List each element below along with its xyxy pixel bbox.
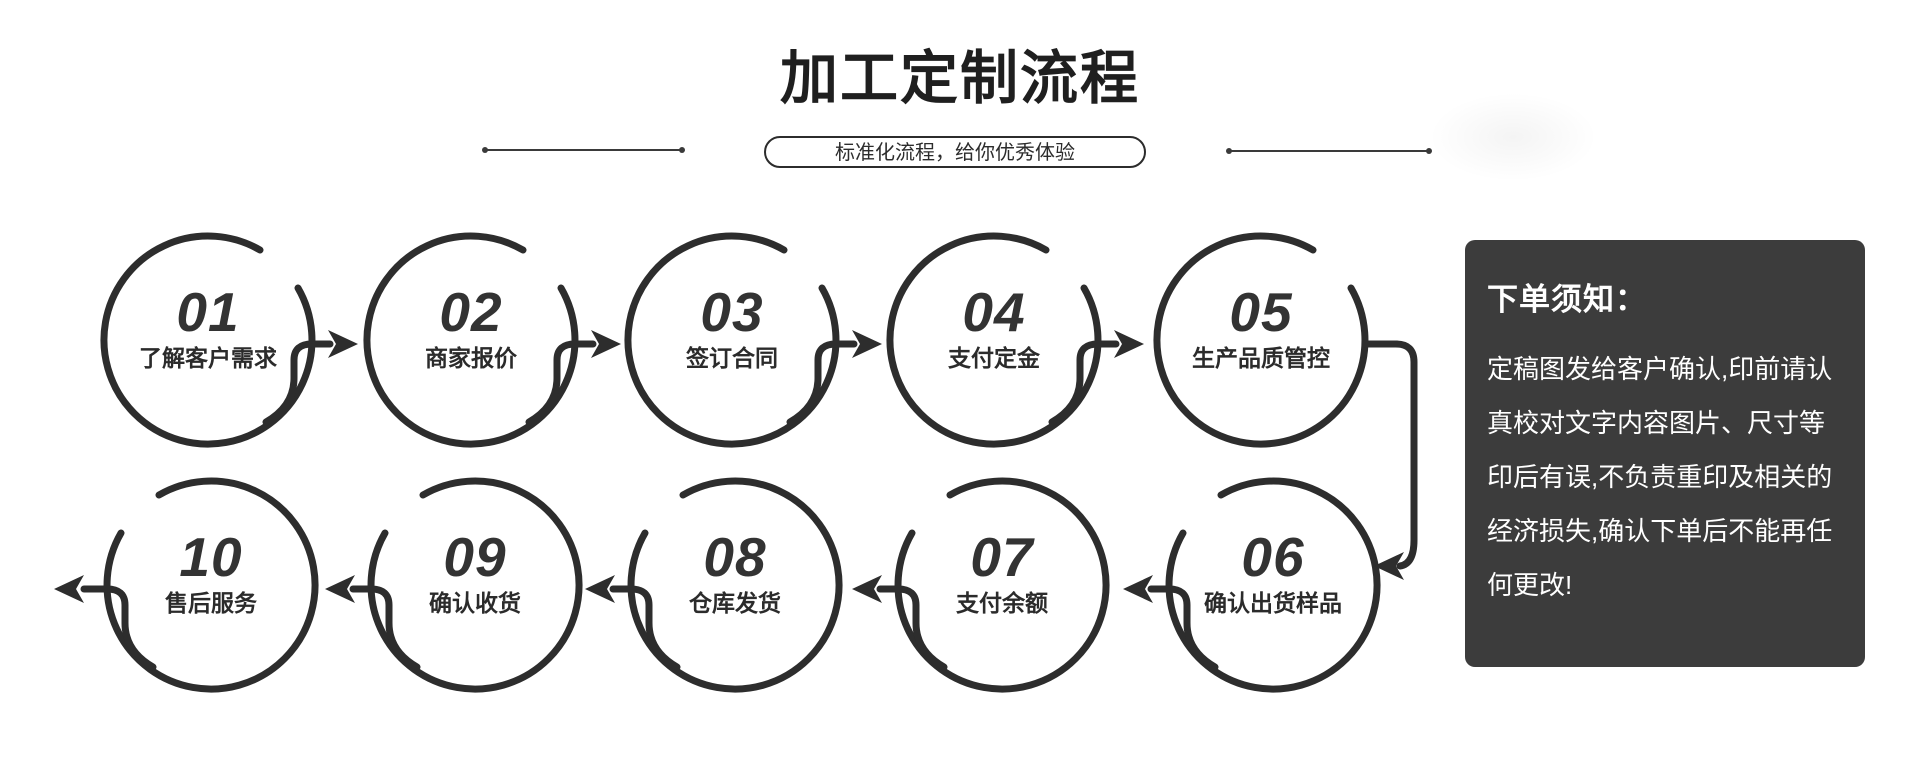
arrowhead-left-icon <box>1374 552 1404 580</box>
order-notice-panel: 下单须知： 定稿图发给客户确认,印前请认 真校对文字内容图片、尺寸等 印后有误,… <box>1465 240 1865 667</box>
notice-body: 定稿图发给客户确认,印前请认 真校对文字内容图片、尺寸等 印后有误,不负责重印及… <box>1487 342 1847 612</box>
step-number: 04 <box>962 281 1026 343</box>
watermark-smudge <box>1428 92 1598 182</box>
decorative-line-left <box>482 147 685 153</box>
step-label: 售后服务 <box>165 590 257 616</box>
line-dot <box>482 147 488 153</box>
arrowhead-right-icon <box>591 330 621 358</box>
step-circle-arc <box>894 477 1110 693</box>
subtitle-badge: 标准化流程，给你优秀体验 <box>764 136 1146 168</box>
step-circle-arc <box>100 232 316 448</box>
arrow-connector <box>525 340 597 426</box>
step-01: 01 了解客户需求 <box>78 284 338 372</box>
page-title: 加工定制流程 <box>779 46 1140 111</box>
line-dot <box>679 147 685 153</box>
arrow-connector <box>786 340 858 426</box>
arrowhead-left-icon <box>1123 575 1153 603</box>
notice-line: 真校对文字内容图片、尺寸等 <box>1487 408 1826 438</box>
arrowhead-right-icon <box>852 330 882 358</box>
step-circle-arc <box>886 232 1102 448</box>
notice-line: 何更改! <box>1487 570 1573 600</box>
step-08: 08 仓库发货 <box>605 529 865 617</box>
arrowhead-left-icon <box>54 575 84 603</box>
step-label: 了解客户需求 <box>139 345 277 371</box>
step-circle-arc <box>624 232 840 448</box>
arrowhead-right-icon <box>1114 330 1144 358</box>
arrow-connector <box>80 585 157 671</box>
step-circle-arc <box>1153 232 1369 448</box>
arrowhead-left-icon <box>852 575 882 603</box>
step-number: 08 <box>703 526 767 588</box>
step-02: 02 商家报价 <box>341 284 601 372</box>
step-number: 07 <box>970 526 1034 588</box>
step-label: 确认出货样品 <box>1204 590 1342 616</box>
arrowhead-left-icon <box>325 575 355 603</box>
arrow-connector <box>349 585 421 671</box>
step-label: 仓库发货 <box>689 590 781 616</box>
step-label: 支付余额 <box>956 590 1048 616</box>
step-circle-arc <box>1165 477 1381 693</box>
arrowhead-left-icon <box>585 575 615 603</box>
step-10: 10 售后服务 <box>81 529 341 617</box>
arrow-connector <box>1048 340 1120 426</box>
arrow-connector <box>1147 585 1219 671</box>
step-number: 06 <box>1241 526 1305 588</box>
step-label: 确认收货 <box>429 590 521 616</box>
notice-line: 经济损失,确认下单后不能再任 <box>1487 516 1833 546</box>
step-number: 02 <box>439 281 503 343</box>
line-dot <box>1226 148 1232 154</box>
step-number: 03 <box>700 281 764 343</box>
step-number: 10 <box>179 526 243 588</box>
arrowhead-right-icon <box>328 330 358 358</box>
arrow-connector <box>262 340 334 426</box>
arrow-connector <box>609 585 681 671</box>
step-03: 03 签订合同 <box>602 284 862 372</box>
step-circle-arc <box>627 477 843 693</box>
line-dot <box>1426 148 1432 154</box>
step-label: 商家报价 <box>425 345 517 371</box>
arrow-connector-down <box>1362 340 1418 570</box>
arrow-connector <box>876 585 948 671</box>
step-circle-arc <box>367 477 583 693</box>
step-09: 09 确认收货 <box>345 529 605 617</box>
decorative-line-right <box>1226 148 1432 154</box>
step-07: 07 支付余额 <box>872 529 1132 617</box>
step-number: 05 <box>1229 281 1293 343</box>
step-label: 生产品质管控 <box>1192 345 1330 371</box>
step-number: 09 <box>443 526 507 588</box>
step-04: 04 支付定金 <box>864 284 1124 372</box>
step-05: 05 生产品质管控 <box>1131 284 1391 372</box>
step-circle-arc <box>103 477 319 693</box>
step-label: 签订合同 <box>686 345 778 371</box>
notice-title: 下单须知： <box>1487 282 1647 317</box>
step-number: 01 <box>176 281 240 343</box>
notice-line: 印后有误,不负责重印及相关的 <box>1487 462 1833 492</box>
step-label: 支付定金 <box>948 345 1040 371</box>
step-circle-arc <box>363 232 579 448</box>
step-06: 06 确认出货样品 <box>1143 529 1403 617</box>
notice-line: 定稿图发给客户确认,印前请认 <box>1487 354 1833 384</box>
